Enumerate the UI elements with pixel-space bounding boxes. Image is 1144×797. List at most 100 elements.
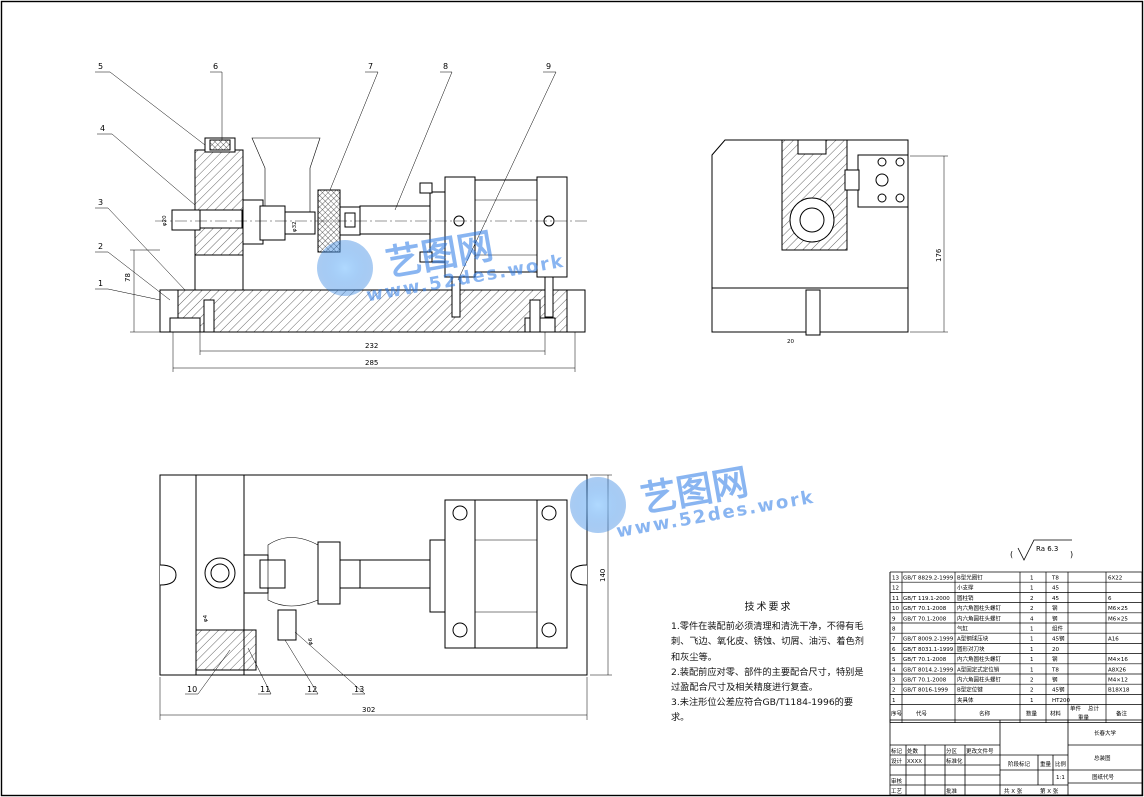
bom-name: A型钢球压块 xyxy=(957,635,989,643)
bom-qty: 1 xyxy=(1030,657,1034,663)
bom-header-qty: 数量 xyxy=(1026,710,1038,718)
bom-remark: A8X26 xyxy=(1108,667,1127,673)
bom-code: GB/T 8014.2-1999 xyxy=(903,667,954,673)
tb-count: 处数 xyxy=(907,747,919,755)
bom-qty: 4 xyxy=(1030,616,1034,622)
bom-name: B型定位键 xyxy=(957,686,983,694)
bom-name: 圆柱销 xyxy=(957,594,974,602)
dim-phi6: φ6 xyxy=(308,637,314,645)
bom-code: GB/T 70.1-2008 xyxy=(903,606,947,612)
bom-index: 3 xyxy=(892,678,896,684)
bom-index: 2 xyxy=(892,688,896,694)
callout-labels: 1 2 3 4 5 6 7 8 9 10 11 12 13 xyxy=(98,62,551,694)
bom-remark: M4×16 xyxy=(1108,657,1128,663)
bom-name: 内六角圆柱头螺钉 xyxy=(957,655,1002,663)
bom-material: 45 xyxy=(1052,596,1059,602)
bom-code: GB/T 8031.1-1999 xyxy=(903,647,954,653)
bom-code: GB/T 70.1-2008 xyxy=(903,657,947,663)
tb-check: 审核 xyxy=(891,777,903,785)
bom-name: 小支撑 xyxy=(957,584,974,592)
bom-qty: 1 xyxy=(1030,667,1034,673)
bom-material: 组件 xyxy=(1052,625,1064,633)
dim-285: 285 xyxy=(365,359,378,367)
bom-header-code: 代号 xyxy=(916,710,928,718)
bom-name: A型固定式定位销 xyxy=(957,665,1000,673)
bom-index: 5 xyxy=(892,657,896,663)
bom-material: 20 xyxy=(1052,647,1059,653)
bom-qty: 1 xyxy=(1030,576,1034,582)
bom-code: GB/T 119.1-2000 xyxy=(903,596,950,602)
tb-approve: 批准 xyxy=(946,787,958,795)
bom-code: GB/T 8009.2-1999 xyxy=(903,637,954,643)
dim-phi32: φ32 xyxy=(292,221,298,232)
front-view xyxy=(95,71,590,372)
bom-material: 45钢 xyxy=(1052,635,1065,643)
bom-qty: 1 xyxy=(1030,637,1034,643)
callout-10: 10 xyxy=(187,685,197,694)
bom-material: 钢 xyxy=(1052,676,1058,684)
tech-item-3: 3.未注形位公差应符合GB/T1184-1996的要求。 xyxy=(671,697,854,724)
dim-20: 20 xyxy=(787,339,794,345)
bom-material: 45 xyxy=(1052,586,1059,592)
callout-7: 7 xyxy=(368,62,373,71)
bom-index: 8 xyxy=(892,627,896,633)
top-view xyxy=(159,474,612,720)
tb-process: 工艺 xyxy=(891,788,903,795)
bom-qty: 2 xyxy=(1030,678,1034,684)
svg-text:(: ( xyxy=(1010,550,1013,559)
tech-title: 技术要求 xyxy=(744,602,793,613)
callout-12: 12 xyxy=(307,685,317,694)
bom-code: GB/T 8829.2-1999 xyxy=(903,576,954,582)
bom-qty: 1 xyxy=(1030,647,1034,653)
bom-name: 内六角圆柱头螺钉 xyxy=(957,604,1002,612)
bom-header-material: 材料 xyxy=(1050,710,1062,718)
bom-name: 内六角圆柱头螺钉 xyxy=(957,676,1002,684)
bom-material: 45钢 xyxy=(1052,686,1065,694)
bom-remark: A16 xyxy=(1108,637,1119,643)
bom-index: 10 xyxy=(892,606,899,612)
tb-zone: 分区 xyxy=(946,747,958,755)
bom-header-name: 名称 xyxy=(979,710,991,718)
bom-header-weight: 重量 xyxy=(1078,714,1090,722)
bom-index: 13 xyxy=(892,576,899,582)
tb-scale-label: 比例 xyxy=(1055,760,1067,768)
callout-6: 6 xyxy=(213,62,218,71)
callout-4: 4 xyxy=(100,124,105,133)
tb-weight: 重量 xyxy=(1040,760,1052,768)
tb-drawing-no: 图纸代号 xyxy=(1092,773,1115,781)
dim-140: 140 xyxy=(599,569,607,582)
tech-item-2: 2.装配前应对零、部件的主要配合尺寸，特别是过盈配合尺寸及相关精度进行复查。 xyxy=(671,666,864,694)
bom-material: T8 xyxy=(1051,667,1059,673)
dim-176: 176 xyxy=(935,248,943,262)
bom-header-total: 总计 xyxy=(1088,705,1100,713)
title-block xyxy=(889,719,1143,796)
bom-name: 夹具体 xyxy=(957,696,974,704)
bom-material: 钢 xyxy=(1052,614,1058,622)
dim-phi4: φ4 xyxy=(203,614,209,622)
bom-remark: 6X22 xyxy=(1108,576,1122,582)
bom-header-unit: 单件 xyxy=(1070,705,1082,713)
callout-9: 9 xyxy=(546,62,551,71)
bom-index: 9 xyxy=(892,616,896,622)
bom-header-index: 序号 xyxy=(891,710,903,718)
bom-remark: M4×12 xyxy=(1108,678,1128,684)
svg-text:): ) xyxy=(1070,550,1073,559)
tech-item-1: 1.零件在装配前必须清理和清洗干净，不得有毛刺、飞边、氧化皮、锈蚀、切屑、油污、… xyxy=(671,621,864,663)
dim-phi20: φ20 xyxy=(162,215,168,226)
callout-3: 3 xyxy=(98,198,103,207)
bom-index: 1 xyxy=(892,698,896,704)
bom-name: 气缸 xyxy=(957,625,969,633)
bom-remark: B18X18 xyxy=(1108,688,1130,694)
bom-remark: 6 xyxy=(1108,596,1112,602)
bom-index: 4 xyxy=(892,667,896,673)
bom-remark: M6×25 xyxy=(1108,606,1128,612)
bom-qty: 2 xyxy=(1030,596,1034,602)
dimension-labels: 285 232 78 φ20 φ32 176 20 302 140 φ4 φ6 xyxy=(124,215,943,714)
tb-stage: 阶段标记 xyxy=(1008,760,1031,768)
bom-name: 内六角圆柱头螺钉 xyxy=(957,614,1002,622)
tb-designer-label: 设计 xyxy=(891,757,903,765)
bom-qty: 1 xyxy=(1030,698,1034,704)
tb-designer: XXXX xyxy=(907,759,922,765)
